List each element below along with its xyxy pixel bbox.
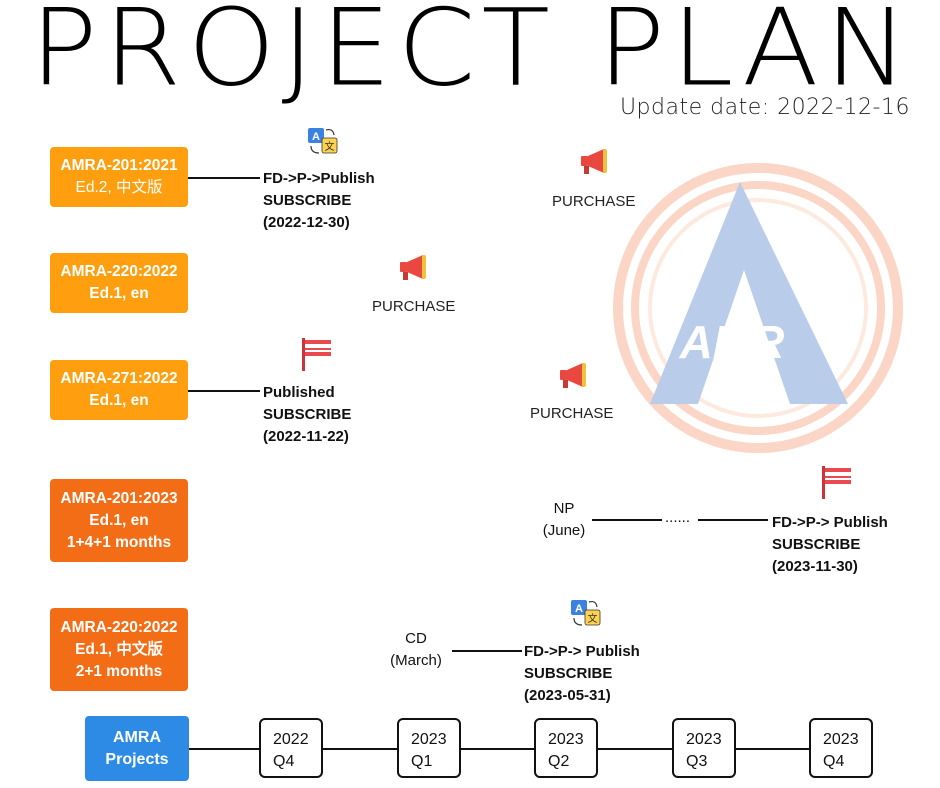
timeline-axis xyxy=(189,748,809,750)
project-duration: 1+4+1 months xyxy=(66,533,172,551)
amr-watermark-logo: AMR xyxy=(613,163,903,453)
dots-separator: ...... xyxy=(665,509,691,526)
project-code: AMRA-201:2023 xyxy=(60,489,178,507)
svg-text:文: 文 xyxy=(325,140,335,153)
project-code: AMRA-220:2022 xyxy=(60,618,178,636)
project-code: AMRA-201:2021 xyxy=(60,157,178,174)
timeline-root: AMRA Projects xyxy=(85,716,189,781)
purchase-label: PURCHASE xyxy=(372,298,456,315)
project-edition: Ed.1, en xyxy=(89,511,149,529)
milestone-text: Published SUBSCRIBE (2022-11-22) xyxy=(263,384,352,445)
connector-line xyxy=(698,519,768,521)
quarter-box: 2023 Q4 xyxy=(809,718,873,778)
flag-icon xyxy=(302,338,331,371)
project-box-1: AMRA-201:2021 Ed.2, 中文版 xyxy=(50,147,188,207)
stage-cd: CD (March) xyxy=(390,630,442,669)
project-edition: Ed.1, en xyxy=(89,285,149,302)
project-edition: Ed.1, en xyxy=(89,392,149,409)
svg-text:A: A xyxy=(312,131,320,143)
project-edition: Ed.2, 中文版 xyxy=(75,179,163,196)
project-code: AMRA-271:2022 xyxy=(60,370,178,387)
project-box-2: AMRA-220:2022 Ed.1, en xyxy=(50,253,188,313)
project-duration: 2+1 months xyxy=(75,662,163,680)
connector-line xyxy=(188,390,260,392)
project-box-4: AMRA-201:2023 Ed.1, en 1+4+1 months xyxy=(50,479,188,562)
page-title: PROJECT PLAN xyxy=(30,0,915,110)
megaphone-icon xyxy=(560,363,586,388)
purchase-label: PURCHASE xyxy=(552,193,636,210)
megaphone-icon xyxy=(400,255,426,280)
purchase-label: PURCHASE xyxy=(530,405,614,422)
svg-text:文: 文 xyxy=(588,612,598,625)
flag-icon xyxy=(822,466,851,499)
milestone-text: FD->P-> Publish SUBSCRIBE (2023-11-30) xyxy=(772,514,888,575)
quarter-box: 2022 Q4 xyxy=(259,718,323,778)
project-code: AMRA-220:2022 xyxy=(60,263,178,280)
translate-icon: A 文 xyxy=(571,600,601,626)
project-box-3: AMRA-271:2022 Ed.1, en xyxy=(50,360,188,420)
stage-np: NP (June) xyxy=(542,500,586,539)
update-date: Update date: 2022-12-16 xyxy=(619,95,910,120)
connector-line xyxy=(592,519,662,521)
milestone-text: FD->P->Publish SUBSCRIBE (2022-12-30) xyxy=(263,170,375,231)
milestone-text: FD->P-> Publish SUBSCRIBE (2023-05-31) xyxy=(524,643,640,704)
project-edition: Ed.1, 中文版 xyxy=(75,640,163,658)
watermark-text: AMR xyxy=(679,316,785,368)
connector-line xyxy=(452,650,522,652)
quarter-box: 2023 Q3 xyxy=(672,718,736,778)
svg-text:A: A xyxy=(575,603,583,615)
project-box-5: AMRA-220:2022 Ed.1, 中文版 2+1 months xyxy=(50,608,188,691)
translate-icon: A 文 xyxy=(308,128,338,154)
megaphone-icon xyxy=(581,149,607,174)
quarter-box: 2023 Q1 xyxy=(397,718,461,778)
quarter-box: 2023 Q2 xyxy=(534,718,598,778)
connector-line xyxy=(188,177,260,179)
